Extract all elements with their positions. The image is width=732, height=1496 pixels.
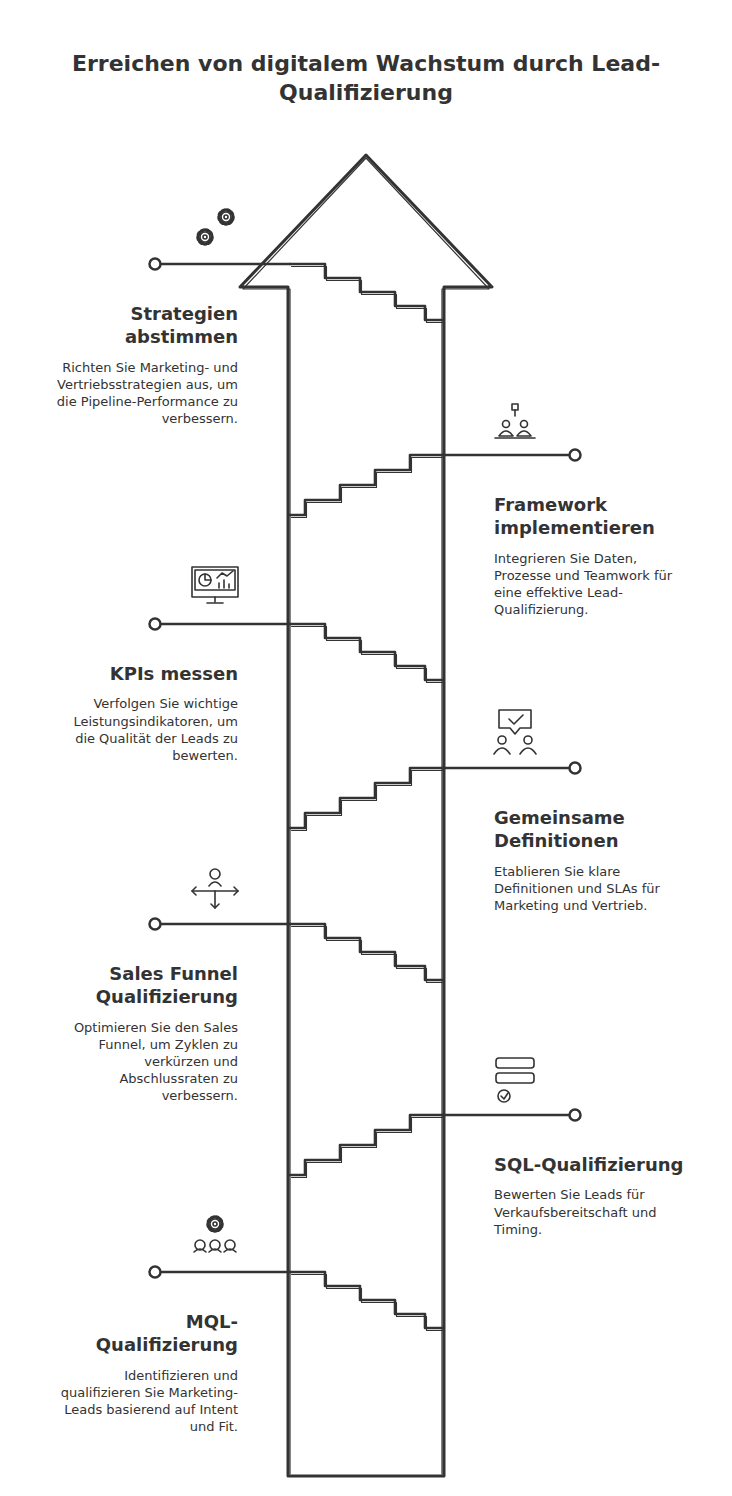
leader-dot bbox=[570, 1110, 581, 1121]
step-description: Optimieren Sie den Sales Funnel, um Zykl… bbox=[50, 1019, 238, 1105]
arrow-outline-sketch bbox=[243, 158, 489, 1474]
funnel-person-icon bbox=[192, 869, 238, 908]
leader-dot bbox=[570, 763, 581, 774]
stair-steps-sketch bbox=[292, 1275, 444, 1331]
step-heading: MQL-Qualifizierung bbox=[50, 1310, 238, 1357]
step-description: Verfolgen Sie wichtige Leistungsindikato… bbox=[50, 695, 238, 764]
agreement-icon bbox=[494, 710, 536, 754]
leader-dot bbox=[570, 450, 581, 461]
leader-line bbox=[161, 923, 290, 926]
leader-dot bbox=[150, 259, 161, 270]
step-item: Sales Funnel QualifizierungOptimieren Si… bbox=[50, 962, 238, 1105]
leader-line bbox=[161, 623, 290, 626]
step-item: Framework implementierenIntegrieren Sie … bbox=[494, 493, 694, 618]
stair-steps bbox=[290, 624, 442, 680]
step-heading: Framework implementieren bbox=[494, 493, 694, 540]
stair-steps bbox=[290, 1115, 442, 1175]
gears-icon bbox=[198, 210, 233, 244]
leader-line bbox=[442, 454, 569, 457]
step-item: MQL-QualifizierungIdentifizieren und qua… bbox=[50, 1310, 238, 1435]
stair-steps-sketch bbox=[292, 1118, 444, 1178]
step-heading: KPIs messen bbox=[50, 662, 238, 685]
stair-steps-sketch bbox=[292, 927, 444, 983]
stair-steps bbox=[290, 924, 442, 980]
stair-steps bbox=[290, 1272, 442, 1328]
step-description: Identifizieren und qualifizieren Sie Mar… bbox=[50, 1367, 238, 1436]
step-heading: Strategien abstimmen bbox=[50, 302, 238, 349]
leader-line bbox=[161, 1271, 290, 1274]
arrow-outline bbox=[240, 155, 492, 1476]
leader-line bbox=[442, 767, 569, 770]
step-description: Richten Sie Marketing- und Vertriebsstra… bbox=[50, 359, 238, 428]
step-item: Gemeinsame DefinitionenEtablieren Sie kl… bbox=[494, 806, 694, 914]
leader-line bbox=[442, 1114, 569, 1117]
leader-dot bbox=[150, 619, 161, 630]
step-description: Bewerten Sie Leads für Verkaufsbereitsch… bbox=[494, 1186, 694, 1237]
stair-steps-sketch bbox=[292, 267, 444, 323]
step-heading: Gemeinsame Definitionen bbox=[494, 806, 694, 853]
stair-steps bbox=[290, 768, 442, 828]
diagram-title: Erreichen von digitalem Wachstum durch L… bbox=[36, 50, 696, 107]
step-description: Etablieren Sie klare Definitionen und SL… bbox=[494, 863, 694, 914]
team-gear-icon bbox=[194, 1217, 236, 1252]
step-item: SQL-QualifizierungBewerten Sie Leads für… bbox=[494, 1153, 694, 1238]
stair-steps-sketch bbox=[292, 627, 444, 683]
stair-steps-sketch bbox=[292, 771, 444, 831]
stair-steps bbox=[290, 264, 442, 320]
step-item: KPIs messenVerfolgen Sie wichtige Leistu… bbox=[50, 662, 238, 764]
step-heading: Sales Funnel Qualifizierung bbox=[50, 962, 238, 1009]
leader-dot bbox=[150, 1267, 161, 1278]
leader-line bbox=[161, 263, 290, 266]
monitor-icon bbox=[192, 567, 238, 603]
stair-steps-sketch bbox=[292, 458, 444, 518]
org-chart-icon bbox=[495, 404, 535, 438]
leader-dot bbox=[150, 919, 161, 930]
stair-steps bbox=[290, 455, 442, 515]
step-item: Strategien abstimmenRichten Sie Marketin… bbox=[50, 302, 238, 427]
checklist-icon bbox=[496, 1058, 534, 1102]
step-description: Integrieren Sie Daten, Prozesse und Team… bbox=[494, 550, 694, 619]
step-heading: SQL-Qualifizierung bbox=[494, 1153, 694, 1176]
